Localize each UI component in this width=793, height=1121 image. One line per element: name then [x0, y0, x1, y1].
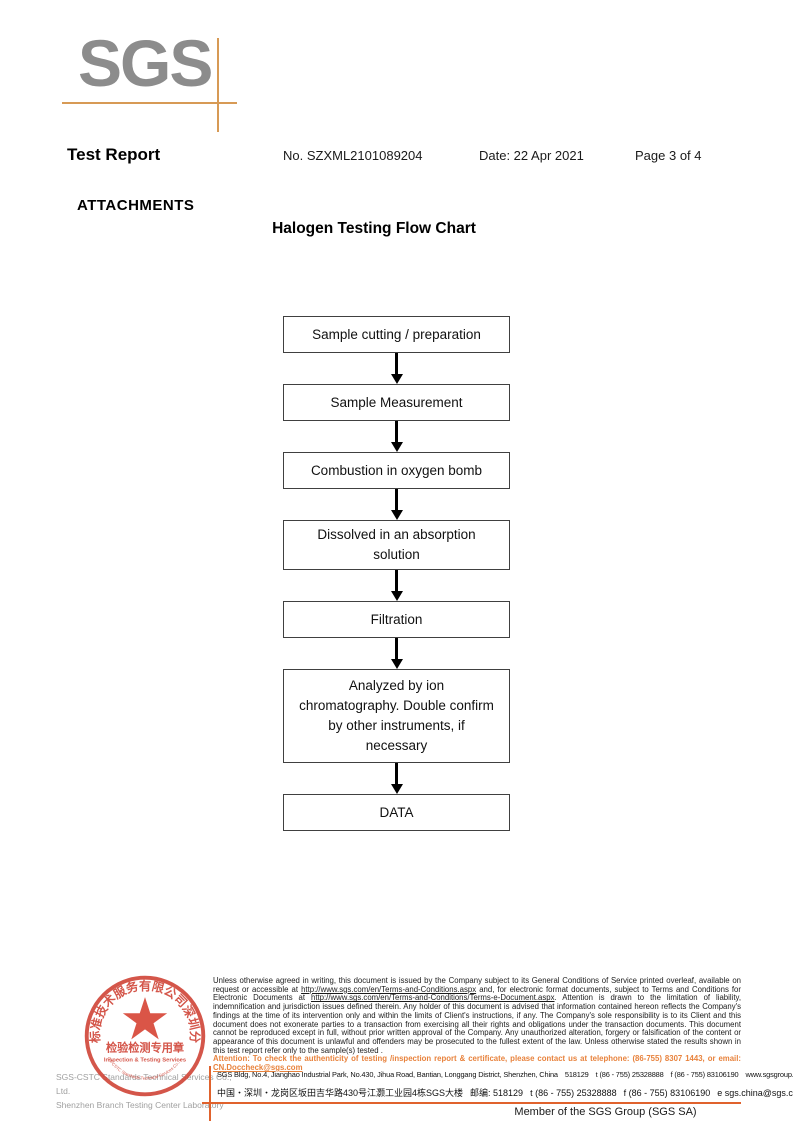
terms-and-conditions-link[interactable]: http://www.sgs.com/en/Terms-and-Conditio…: [301, 984, 477, 994]
flow-step-dissolved: Dissolved in an absorption solution: [283, 520, 510, 570]
disclaimer-part3: . Attention is drawn to the limitation o…: [213, 993, 741, 1055]
disclaimer-part2: and, for electronic format documents, su…: [213, 984, 741, 1003]
flow-step-filtration: Filtration: [283, 601, 510, 638]
logo-crosshair-vertical-line: [217, 38, 219, 132]
address-chinese-telephone: t (86 - 755) 25328888: [530, 1088, 617, 1098]
address-chinese-fax: f (86 - 755) 83106190: [623, 1088, 711, 1098]
stamp-center-english-text: Inspection & Testing Services: [104, 1057, 186, 1063]
logo-crosshair-horizontal-line: [62, 102, 237, 104]
legal-disclaimer-text: Unless otherwise agreed in writing, this…: [213, 976, 741, 1073]
attention-text: Attention: To check the authenticity of …: [213, 1054, 741, 1064]
address-chinese-row: 中国・深圳・龙岗区坂田吉华路430号江灏工业园4栋SGS大楼 邮编: 51812…: [217, 1086, 793, 1102]
sgs-website-link[interactable]: www.sgsgroup.com.cn: [745, 1070, 793, 1079]
flow-arrow-down-icon: [390, 353, 403, 384]
flow-step-data: DATA: [283, 794, 510, 831]
address-block: SGS Bldg, No.4, Jianghao Industrial Park…: [217, 1070, 793, 1102]
member-of-sgs-group-text: Member of the SGS Group (SGS SA): [514, 1106, 697, 1118]
flow-arrow-down-icon: [390, 763, 403, 794]
terms-e-document-link[interactable]: http://www.sgs.com/en/Terms-and-Conditio…: [310, 993, 555, 1003]
address-english-row: SGS Bldg, No.4, Jianghao Industrial Park…: [217, 1070, 793, 1086]
halogen-testing-flowchart: Sample cutting / preparation Sample Meas…: [0, 316, 793, 831]
report-page-info: Page 3 of 4: [635, 148, 702, 163]
footer-company-line1: SGS-CSTC Standards Technical Services Co…: [56, 1072, 232, 1096]
footer-company-name: SGS-CSTC Standards Technical Services Co…: [56, 1070, 241, 1112]
address-chinese-text: 中国・深圳・龙岗区坂田吉华路430号江灏工业园4栋SGS大楼: [217, 1088, 464, 1098]
flow-step-analysis: Analyzed by ion chromatography. Double c…: [283, 669, 510, 763]
flow-step-combustion: Combustion in oxygen bomb: [283, 452, 510, 489]
report-number: No. SZXML2101089204: [283, 148, 423, 163]
stamp-center-chinese-text: 检验检测专用章: [106, 1041, 184, 1055]
flowchart-title: Halogen Testing Flow Chart: [272, 220, 476, 237]
address-chinese-postcode: 邮编: 518129: [470, 1088, 524, 1098]
stamp-ring: [84, 975, 206, 1097]
inspection-testing-stamp-seal: 通标标准技术服务有限公司深圳分公司 SGS-CSTC Standards Tec…: [84, 975, 206, 1097]
flow-arrow-down-icon: [390, 638, 403, 669]
sgs-logo-text: SGS: [78, 26, 213, 100]
flow-step-sample-cutting: Sample cutting / preparation: [283, 316, 510, 353]
attachments-heading: ATTACHMENTS: [77, 197, 195, 214]
disclaimer-part1: Unless otherwise agreed in writing, this…: [213, 976, 741, 994]
address-english-fax: f (86 - 755) 83106190: [670, 1070, 739, 1079]
sgs-china-email-link[interactable]: e sgs.china@sgs.com: [717, 1088, 793, 1098]
address-english-text: SGS Bldg, No.4, Jianghao Industrial Park…: [217, 1070, 558, 1079]
footer-crosshair-vertical-line: [209, 1066, 211, 1121]
report-date: Date: 22 Apr 2021: [479, 148, 584, 163]
attention-notice: Attention: To check the authenticity of …: [213, 1054, 741, 1072]
flow-arrow-down-icon: [390, 421, 403, 452]
report-header: Test Report No. SZXML2101089204 Date: 22…: [0, 145, 793, 167]
stamp-star-icon: [122, 997, 168, 1040]
flow-arrow-down-icon: [390, 489, 403, 520]
doccheck-email-link[interactable]: CN.Doccheck@sgs.com: [213, 1063, 303, 1073]
flow-arrow-down-icon: [390, 570, 403, 601]
footer-divider-line: [202, 1102, 741, 1104]
sgs-logo: SGS: [62, 24, 252, 132]
address-english-telephone: t (86 - 755) 25328888: [595, 1070, 664, 1079]
footer-company-line2: Shenzhen Branch Testing Center Laborator…: [56, 1100, 224, 1110]
report-title: Test Report: [67, 145, 161, 164]
flow-step-sample-measurement: Sample Measurement: [283, 384, 510, 421]
address-english-postcode: 518129: [564, 1070, 589, 1079]
